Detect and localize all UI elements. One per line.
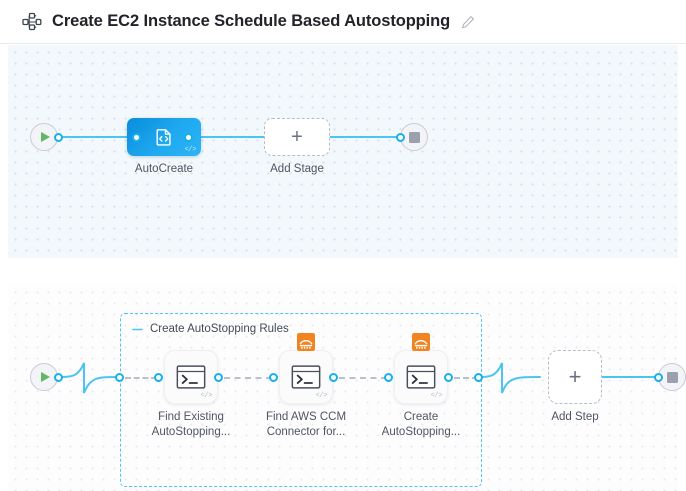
step-find-aws-ccm-connector[interactable]: </> (279, 333, 333, 404)
edge-step3-to-group-out (454, 377, 478, 379)
group-output-port[interactable] (474, 372, 483, 382)
step2-label-line2: Connector for... (266, 425, 346, 438)
start-node-port[interactable] (54, 132, 63, 142)
step-find-existing-autostopping[interactable]: </> (164, 350, 218, 404)
step-create-autostopping[interactable]: </> (394, 333, 448, 404)
step3-output-port[interactable] (444, 372, 453, 382)
stage-autocreate-label: AutoCreate (134, 163, 194, 175)
add-stage-box[interactable]: + (264, 118, 330, 156)
step1-label: Find Existing AutoStopping... (136, 410, 246, 439)
step1-output-port[interactable] (214, 372, 223, 382)
step2-card[interactable]: </> (279, 333, 333, 404)
step-group-create-autostopping-rules[interactable] (120, 313, 482, 487)
steps-canvas[interactable]: Create AutoStopping Rules (8, 285, 686, 491)
step1-label-line2: AutoStopping... (151, 425, 231, 438)
shell-terminal-icon (406, 365, 436, 389)
step2-output-port[interactable] (329, 372, 338, 382)
exec-end-port[interactable] (654, 372, 663, 382)
step3-card[interactable]: </> (394, 333, 448, 404)
shell-terminal-icon (176, 365, 206, 389)
autocreate-output-port[interactable] (184, 132, 193, 142)
step1-label-line1: Find Existing (158, 411, 224, 423)
edge-autocreate-to-addstage (189, 136, 264, 138)
edge-start-to-autocreate (57, 136, 137, 138)
step1-code-badge: </> (200, 392, 213, 400)
custom-stage-code-icon (156, 129, 171, 146)
plus-icon: + (568, 364, 582, 389)
step3-code-badge: </> (430, 392, 443, 400)
minus-collapse-icon[interactable] (132, 324, 143, 335)
end-node-port[interactable] (396, 132, 405, 142)
step3-input-port[interactable] (384, 372, 393, 382)
autocreate-input-port[interactable] (132, 132, 141, 142)
stop-icon (408, 131, 420, 143)
edge-start-to-group (58, 362, 119, 394)
step2-label: Find AWS CCM Connector for... (251, 410, 361, 439)
edge-group-to-step1 (125, 377, 157, 379)
edge-addstage-to-end (328, 136, 400, 138)
add-stage-button[interactable]: + (264, 118, 330, 156)
stage-code-badge: </> (184, 146, 197, 154)
step1-input-port[interactable] (154, 372, 163, 382)
step2-code-badge: </> (315, 392, 328, 400)
play-icon (41, 132, 50, 142)
add-step-box[interactable]: + (548, 350, 602, 404)
pencil-edit-icon[interactable] (461, 15, 475, 29)
play-icon (41, 372, 50, 382)
group-input-port[interactable] (115, 372, 124, 382)
step2-label-line1: Find AWS CCM (265, 411, 347, 423)
add-stage-label: Add Stage (270, 163, 324, 175)
group-label: Create AutoStopping Rules (150, 323, 289, 335)
stop-icon (666, 371, 678, 383)
step3-label-line2: AutoStopping... (381, 425, 461, 438)
pipeline-start-node[interactable] (30, 123, 58, 151)
plus-icon: + (291, 126, 303, 148)
pipeline-header: Create EC2 Instance Schedule Based Autos… (0, 0, 686, 44)
shell-terminal-icon (291, 365, 321, 389)
add-step-button[interactable]: + (548, 350, 602, 404)
start-node-circle[interactable] (30, 123, 58, 151)
stages-canvas[interactable]: </> AutoCreate + Add Stage (8, 45, 678, 258)
page-title: Create EC2 Instance Schedule Based Autos… (52, 12, 451, 30)
step1-card[interactable]: </> (164, 350, 218, 404)
pipeline-nodes-icon (22, 12, 42, 30)
edge-step2-to-step3 (339, 377, 387, 379)
edge-step1-to-step2 (224, 377, 272, 379)
aws-service-icon (297, 333, 315, 351)
exec-start-port[interactable] (54, 372, 63, 382)
add-step-label: Add Step (551, 411, 599, 423)
aws-service-icon (412, 333, 430, 351)
edge-addstep-to-end (602, 376, 659, 378)
step2-input-port[interactable] (269, 372, 278, 382)
edge-group-to-addstep (478, 362, 541, 394)
step3-label-line1: Create (403, 411, 439, 423)
group-header[interactable]: Create AutoStopping Rules (132, 323, 289, 335)
step3-label: Create AutoStopping... (366, 410, 476, 439)
